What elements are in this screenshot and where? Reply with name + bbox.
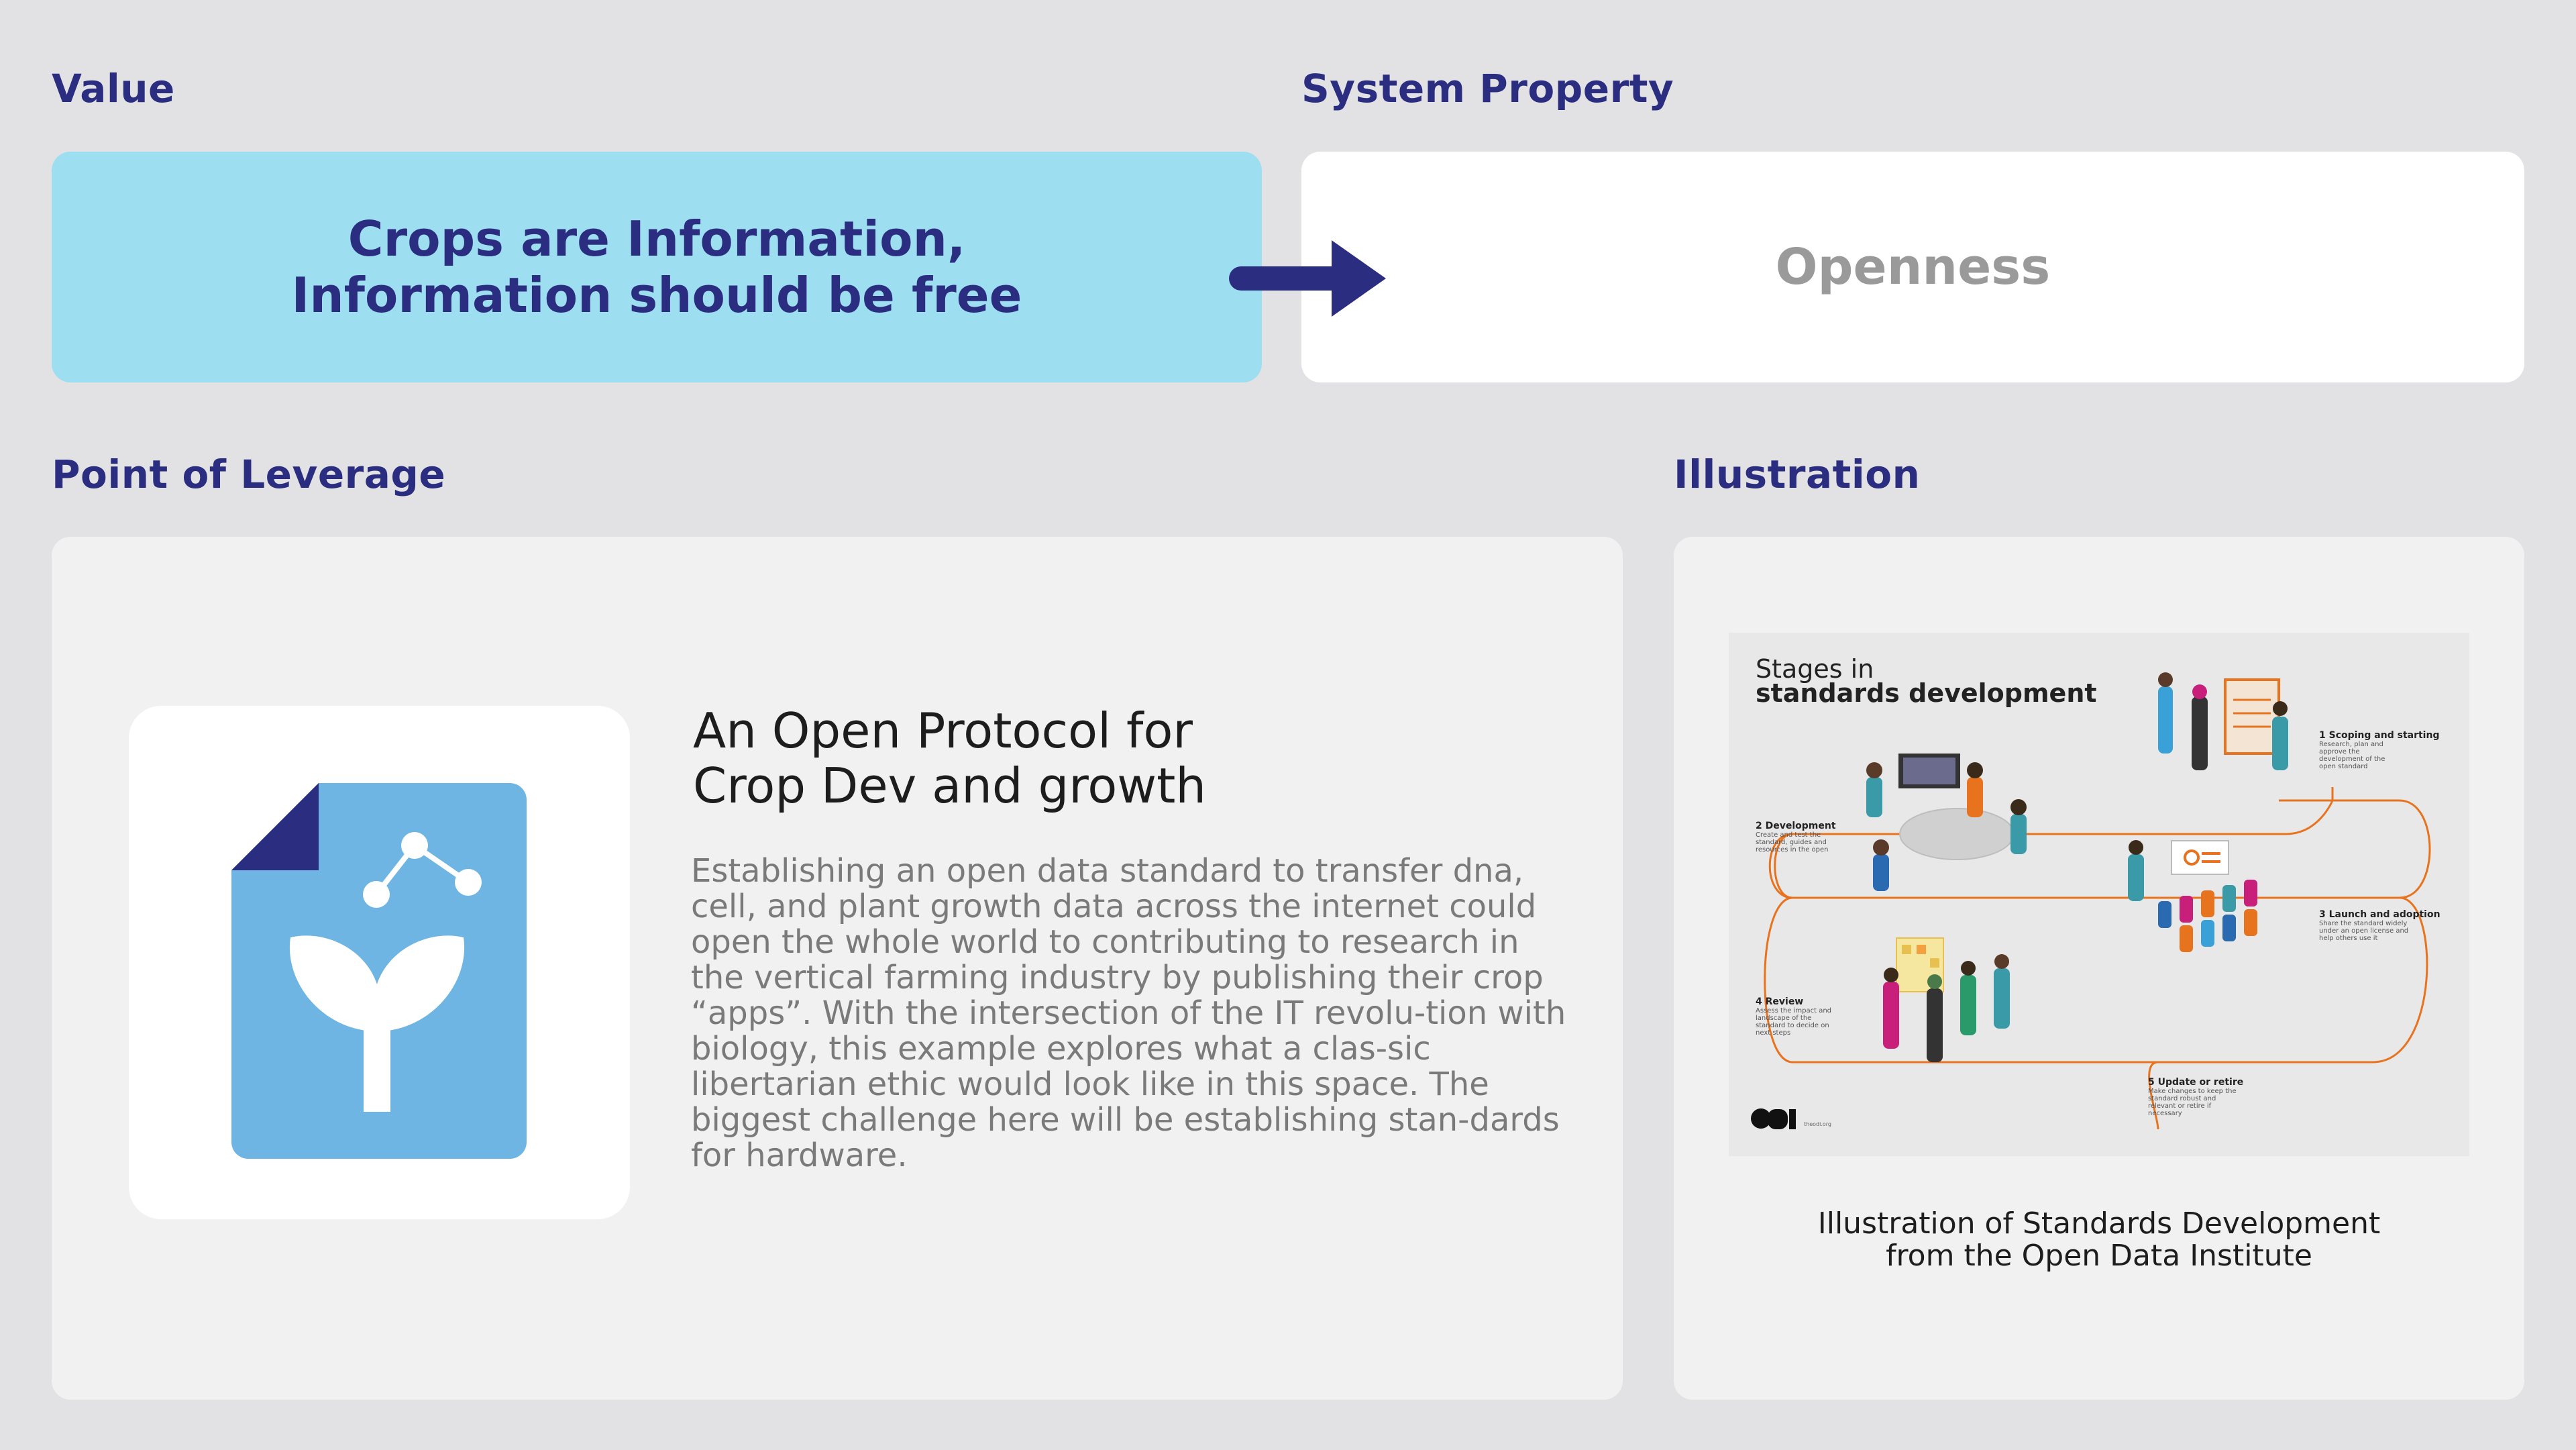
stage-4-title: 4 Review	[1756, 996, 1804, 1007]
leverage-card: An Open Protocol for Crop Dev and growth…	[52, 537, 1623, 1400]
value-line-1: Crops are Information,	[347, 211, 966, 267]
illustration-title: Stages in standards development	[1756, 654, 2097, 708]
stage-2: 2 Development Create and test the standa…	[1756, 821, 1856, 853]
stage-4: 4 Review Assess the impact and landscape…	[1756, 996, 1856, 1037]
stage-5-desc: Make changes to keep the standard robust…	[2148, 1088, 2237, 1117]
caption-line-2: from the Open Data Institute	[1886, 1239, 2312, 1273]
value-line-2: Information should be free	[291, 267, 1022, 323]
stage-5-title: 5 Update or retire	[2148, 1077, 2244, 1088]
illustration-caption: Illustration of Standards Development fr…	[1674, 1208, 2524, 1272]
leverage-description: Establishing an open data standard to tr…	[691, 852, 1566, 1174]
leverage-title-line-2: Crop Dev and growth	[693, 758, 1207, 814]
standards-development-illustration: Stages in standards development 1 Scopin…	[1729, 633, 2469, 1156]
leverage-title-line-1: An Open Protocol for	[693, 703, 1193, 759]
caption-line-1: Illustration of Standards Development	[1817, 1206, 2381, 1241]
stage-2-desc: Create and test the standard, guides and…	[1756, 831, 1829, 853]
icon-tile	[129, 706, 630, 1219]
illustration-graphic	[1729, 633, 2469, 1156]
stage-1-title: 1 Scoping and starting	[2319, 730, 2440, 741]
stage-5: 5 Update or retire Make changes to keep …	[2148, 1077, 2282, 1117]
system-property-heading: System Property	[1301, 66, 1674, 111]
stage-3: 3 Launch and adoption Share the standard…	[2319, 909, 2453, 942]
illustration-heading: Illustration	[1674, 452, 1921, 497]
stage-2-title: 2 Development	[1756, 821, 1836, 831]
value-statement: Crops are Information, Information shoul…	[292, 211, 1022, 323]
value-heading: Value	[52, 66, 175, 111]
document-plant-icon	[231, 783, 527, 1159]
point-of-leverage-heading: Point of Leverage	[52, 452, 446, 497]
system-property-value: Openness	[1775, 238, 2051, 296]
illustration-card: Stages in standards development 1 Scopin…	[1674, 537, 2524, 1400]
stage-1-desc: Research, plan and approve the developme…	[2319, 741, 2385, 770]
stage-4-desc: Assess the impact and landscape of the s…	[1756, 1007, 1832, 1037]
value-card: Crops are Information, Information shoul…	[52, 152, 1262, 382]
stage-3-desc: Share the standard widely under an open …	[2319, 920, 2409, 942]
odi-logo-url: theodi.org	[1804, 1121, 1831, 1127]
stage-3-title: 3 Launch and adoption	[2319, 909, 2440, 920]
arrow-right-icon	[1229, 240, 1386, 317]
illustration-title-line-2: standards development	[1756, 678, 2097, 708]
illustration-title-line-1: Stages in	[1756, 654, 1874, 684]
leverage-title: An Open Protocol for Crop Dev and growth	[693, 703, 1565, 813]
system-property-card: Openness	[1301, 152, 2524, 382]
stage-1: 1 Scoping and starting Research, plan an…	[2319, 730, 2453, 770]
